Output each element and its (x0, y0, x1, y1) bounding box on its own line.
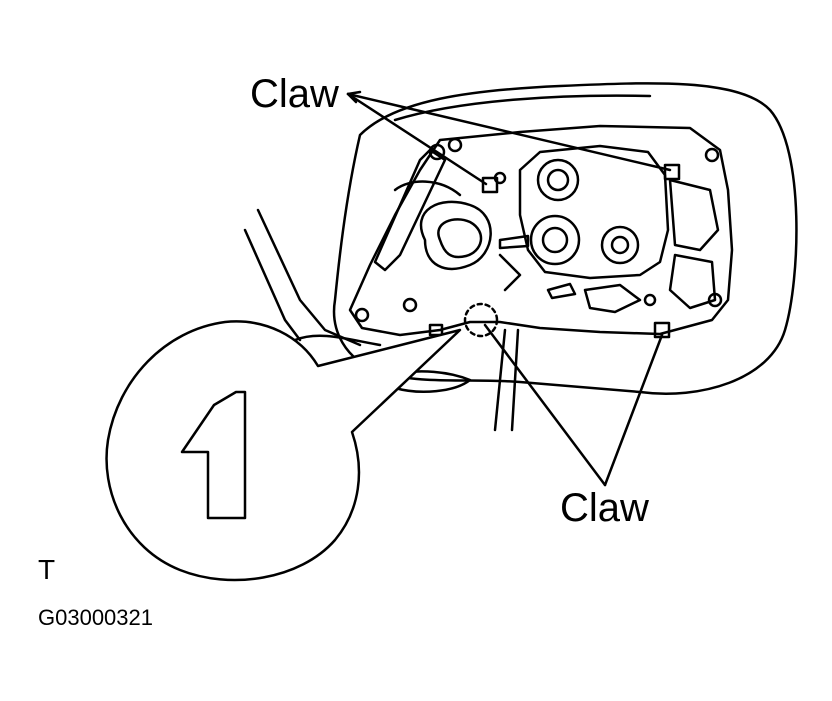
leader-top-arrowhead (346, 90, 362, 104)
wire-down (493, 328, 507, 432)
step-callout-bubble (105, 320, 462, 582)
mirror-stay-arm-inner (243, 228, 302, 342)
claw-clip-upper-right (663, 163, 681, 181)
leader-bottom-to-right-claw (603, 333, 664, 487)
right-pivot-boss (600, 225, 640, 265)
leader-top-to-right-claw (346, 92, 672, 172)
mirror-housing-outline (332, 82, 798, 395)
mirror-stay-arm (256, 208, 362, 347)
mirror-housing-inner-edge (393, 94, 652, 122)
right-side-bracket (668, 178, 720, 252)
hidden-claw-dashed-circle (463, 302, 499, 338)
wire-harness-loop (419, 200, 492, 271)
actuator-motor-housing (518, 144, 670, 280)
lower-link (546, 282, 577, 300)
left-lever-arm (373, 148, 447, 272)
view-letter: T (38, 554, 56, 585)
center-pivot-boss (529, 214, 581, 266)
wire-harness-lead (393, 180, 462, 197)
center-shaft (498, 234, 530, 250)
leader-top-to-left-claw (346, 92, 488, 186)
step-number-glyph (180, 390, 247, 520)
claw-clip-upper-left (481, 176, 499, 194)
figure-code: G03000321 (38, 605, 153, 630)
claw-label-top: Claw (250, 72, 339, 116)
leader-bottom-to-hidden-claw (483, 323, 607, 487)
lever-pivot (447, 137, 463, 153)
claw-label-bottom: Claw (560, 486, 649, 530)
mirror-stay-base (293, 334, 382, 347)
upper-pivot-boss (536, 158, 580, 202)
